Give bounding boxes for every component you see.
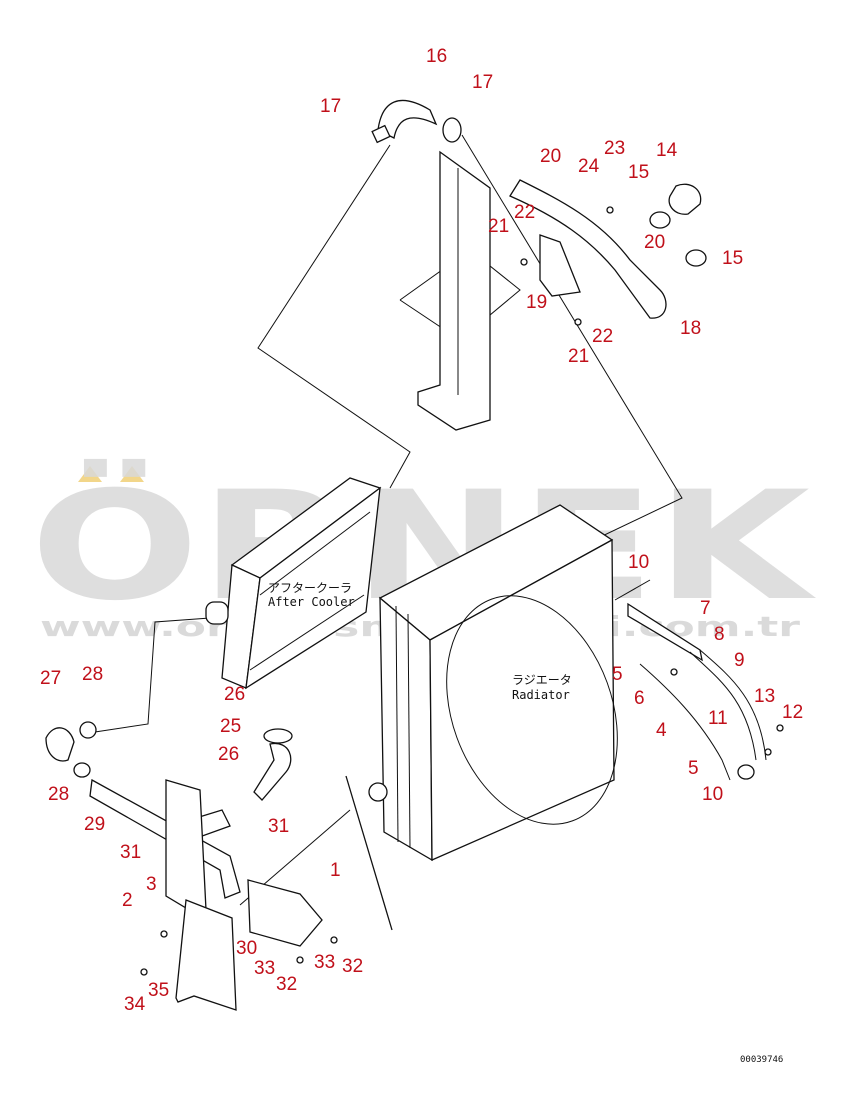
callout-33b: 33 (314, 952, 335, 973)
radiator-label-jp: ラジエータ (512, 673, 572, 687)
hose-14 (668, 183, 702, 215)
pipe-29 (89, 778, 241, 899)
callouts: 16 17 17 20 23 24 14 15 22 21 20 15 19 1… (40, 46, 803, 1015)
callout-15b: 15 (722, 248, 743, 269)
hose-10 (627, 602, 703, 662)
callout-27: 27 (40, 668, 61, 689)
callout-15: 15 (628, 162, 649, 183)
watermark-accent-left (78, 466, 102, 482)
callout-33: 33 (254, 958, 275, 979)
lower-left-assembly (45, 721, 393, 1011)
pipe-18 (509, 179, 667, 319)
hose-9 (689, 651, 757, 761)
watermark-accent-right (120, 466, 144, 482)
callout-16: 16 (426, 46, 447, 67)
hose-clamp-17b (442, 117, 462, 143)
plug-10 (737, 764, 755, 780)
after-cooler-label-en: After Cooler (268, 595, 355, 609)
after-cooler-inlet (205, 601, 229, 625)
callout-9: 9 (734, 650, 745, 671)
callout-19: 19 (526, 292, 547, 313)
clamp-15a (649, 211, 671, 229)
callout-5: 5 (612, 664, 623, 685)
callout-12: 12 (782, 702, 803, 723)
callout-5b: 5 (688, 758, 699, 779)
callout-34: 34 (124, 994, 146, 1015)
callout-22: 22 (514, 202, 535, 223)
callout-29: 29 (84, 814, 105, 835)
callout-25: 25 (220, 716, 241, 737)
clamp-28a (79, 721, 97, 739)
elbow-hose-16 (377, 99, 438, 139)
support-bracket (417, 150, 491, 431)
clamp-25 (263, 728, 293, 744)
callout-6: 6 (634, 688, 645, 709)
clamp-28b (73, 762, 91, 778)
callout-31b: 31 (120, 842, 141, 863)
callout-26: 26 (224, 684, 245, 705)
hose-26 (253, 742, 292, 801)
callout-24: 24 (578, 156, 600, 177)
callout-10b: 10 (702, 784, 723, 805)
callout-31: 31 (268, 816, 289, 837)
callout-2: 2 (122, 890, 133, 911)
fan-shroud-opening (446, 595, 618, 825)
callout-8: 8 (714, 624, 725, 645)
callout-32b: 32 (276, 974, 297, 995)
callout-26b: 26 (218, 744, 239, 765)
callout-18: 18 (680, 318, 701, 339)
callout-23: 23 (604, 138, 625, 159)
bracket-30 (247, 879, 323, 947)
callout-20b: 20 (644, 232, 665, 253)
callout-3: 3 (146, 874, 157, 895)
upper-stand (165, 779, 207, 915)
callout-10: 10 (628, 552, 649, 573)
upper-pipe-assembly (371, 99, 707, 431)
radiator-drain (368, 782, 388, 802)
callout-7: 7 (700, 598, 711, 619)
hose-clamp-17 (371, 124, 391, 144)
callout-28b: 28 (48, 784, 69, 805)
callout-30: 30 (236, 938, 257, 959)
right-hoses (627, 602, 784, 781)
callout-11: 11 (708, 708, 728, 729)
callout-28: 28 (82, 664, 103, 685)
after-cooler-label-jp: アフタークーラ (268, 581, 352, 595)
stay-rod-1 (345, 775, 393, 931)
bracket-19 (539, 234, 581, 297)
clamp-15b (685, 249, 707, 267)
callout-32: 32 (342, 956, 363, 977)
callout-1: 1 (330, 860, 341, 881)
hose-4 (639, 663, 731, 781)
after-cooler: アフタークーラ After Cooler (205, 477, 382, 690)
radiator-label-en: Radiator (512, 688, 570, 702)
callout-13: 13 (754, 686, 775, 707)
callout-21: 21 (488, 216, 509, 237)
callout-4: 4 (656, 720, 667, 741)
callout-22b: 22 (592, 326, 613, 347)
callout-20: 20 (540, 146, 561, 167)
document-number: 00039746 (740, 1055, 783, 1065)
callout-14: 14 (656, 140, 678, 161)
callout-35: 35 (148, 980, 169, 1001)
radiator: ラジエータ Radiator (368, 504, 618, 862)
callout-17: 17 (320, 96, 341, 117)
callout-17b: 17 (472, 72, 493, 93)
callout-21b: 21 (568, 346, 589, 367)
lower-stand (175, 899, 237, 1011)
hose-27 (45, 727, 75, 762)
